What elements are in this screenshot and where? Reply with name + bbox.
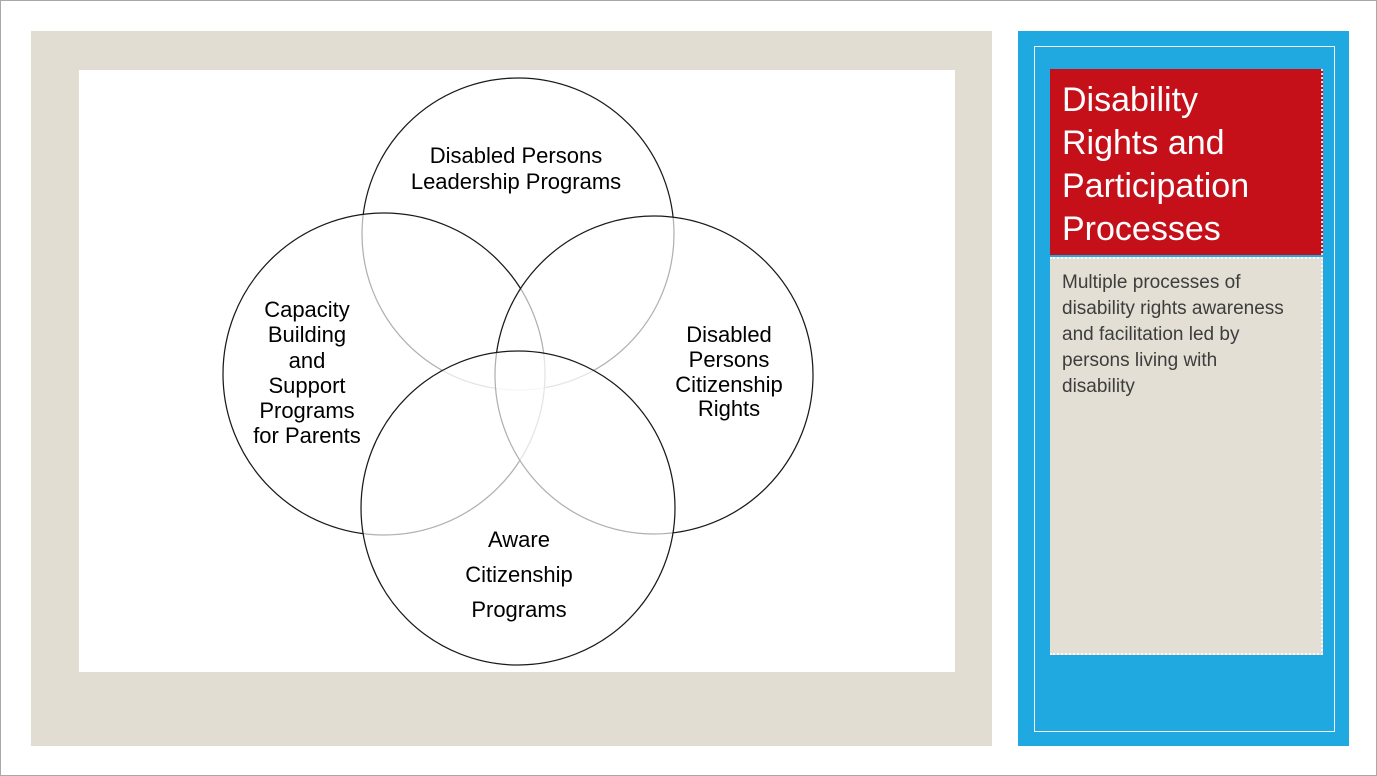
venn-label-leadership-programs: Disabled Persons Leadership Programs — [410, 143, 622, 194]
title-placeholder[interactable]: Disability Rights and Participation Proc… — [1050, 69, 1323, 255]
sidebar-panel: Disability Rights and Participation Proc… — [1018, 31, 1349, 746]
slide-subtitle: Multiple processes of disability rights … — [1062, 272, 1284, 397]
slide-title: Disability Rights and Participation Proc… — [1062, 81, 1250, 248]
venn-label-capacity-building: Capacity Building and Support Programs f… — [253, 297, 361, 449]
sidebar-inner-frame — [1034, 46, 1335, 732]
slide-background: Disabled Persons Leadership Programs Cap… — [31, 31, 992, 746]
body-placeholder[interactable]: Multiple processes of disability rights … — [1050, 257, 1323, 655]
venn-label-citizenship-rights: Disabled Persons Citizenship Rights — [675, 322, 783, 422]
slide-canvas: Disabled Persons Leadership Programs Cap… — [79, 70, 955, 672]
venn-circle-bottom — [360, 350, 676, 666]
venn-label-aware-citizenship: Aware Citizenship Programs — [465, 527, 573, 622]
venn-diagram — [222, 77, 814, 666]
